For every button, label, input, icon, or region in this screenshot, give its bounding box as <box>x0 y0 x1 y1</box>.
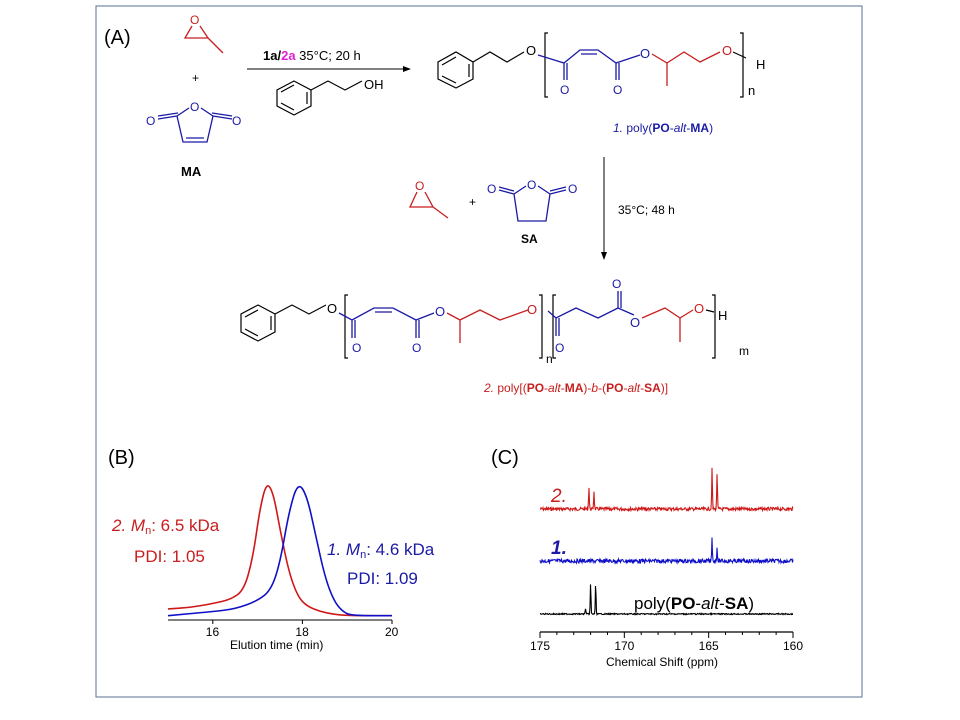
svg-text:n: n <box>546 352 553 366</box>
svg-text:O: O <box>435 304 445 319</box>
gpc-x-axis-label: Elution time (min) <box>230 638 323 652</box>
phenylethanol-structure: OH <box>276 77 384 116</box>
step1-conditions: 1a/2a 35°C; 20 h <box>263 48 361 63</box>
annotation-polymer-2-pdi: PDI: 1.05 <box>134 547 205 566</box>
polymer-2-structure: O O O O O n O O O O H m <box>240 277 749 366</box>
sa-label: SA <box>521 232 538 246</box>
gpc-curve-polymer-1 <box>167 485 392 617</box>
panel-a-label: (A) <box>104 27 131 49</box>
svg-text:H: H <box>756 57 765 72</box>
svg-text:O: O <box>146 114 155 128</box>
nmr-x-tick-label: 165 <box>699 639 719 653</box>
spectrum-label-2: 2. <box>550 486 567 507</box>
gpc-x-tick-label: 16 <box>206 625 220 639</box>
svg-text:O: O <box>612 277 621 291</box>
svg-text:OH: OH <box>364 77 384 92</box>
propylene-oxide-structure: O <box>183 13 224 54</box>
svg-text:O: O <box>412 341 421 355</box>
gpc-curve-polymer-2 <box>167 485 392 617</box>
nmr-spectrum-polymer-1 <box>539 537 794 565</box>
spectrum-label-po-alt-sa: poly(PO-alt-SA) <box>634 594 754 613</box>
panel-b-label: (B) <box>108 447 135 469</box>
panel-c-nmr-chart: (C) 175 170 165 160 Chemical Shift (ppm) 2.… <box>491 447 803 669</box>
svg-text:O: O <box>190 13 199 27</box>
ma-label: MA <box>181 164 202 179</box>
figure-frame <box>95 5 863 698</box>
nmr-x-tick-label: 170 <box>614 639 634 653</box>
svg-text:O: O <box>722 43 732 58</box>
nmr-x-tick-label: 175 <box>530 639 550 653</box>
nmr-x-axis-label: Chemical Shift (ppm) <box>606 655 718 669</box>
gpc-x-tick-label: 20 <box>385 625 399 639</box>
svg-text:O: O <box>487 182 496 196</box>
panel-c-label: (C) <box>491 447 519 469</box>
nmr-spectrum-polymer-2 <box>539 467 794 513</box>
polymer-1-label: 1. poly(PO-alt-MA) <box>613 121 713 135</box>
annotation-polymer-1-mn: 1. Mn: 4.6 kDa <box>327 540 435 561</box>
nmr-x-tick-label: 160 <box>783 639 803 653</box>
annotation-polymer-1-pdi: PDI: 1.09 <box>347 569 418 588</box>
svg-text:H: H <box>718 308 727 323</box>
plus-sign-2: + <box>469 195 476 209</box>
svg-text:O: O <box>640 46 650 61</box>
panel-a-scheme: (A) O + O O O MA 1a/2a 35°C; 20 h OH O <box>104 13 765 395</box>
svg-text:O: O <box>527 302 537 317</box>
polymer-1-structure: O O O O O H n <box>437 32 765 98</box>
svg-text:O: O <box>327 301 337 316</box>
svg-text:O: O <box>560 83 569 97</box>
svg-text:O: O <box>568 182 577 196</box>
svg-text:O: O <box>352 341 361 355</box>
svg-text:O: O <box>613 83 622 97</box>
nmr-spectrum-po-alt-sa <box>539 584 793 617</box>
svg-text:O: O <box>694 301 704 316</box>
spectrum-label-1: 1. <box>551 538 567 559</box>
plus-sign: + <box>192 71 199 85</box>
svg-text:O: O <box>190 100 199 114</box>
propylene-oxide-structure-2: O <box>408 179 449 219</box>
svg-text:m: m <box>739 344 749 358</box>
svg-text:O: O <box>415 179 424 193</box>
annotation-polymer-2-mn: 2. Mn: 6.5 kDa <box>111 516 220 537</box>
gpc-x-tick-label: 18 <box>295 625 309 639</box>
step2-conditions: 35°C; 48 h <box>618 203 675 217</box>
polymer-2-label: 2. poly[(PO-alt-MA)-b-(PO-alt-SA)] <box>483 381 668 395</box>
panel-b-gpc-chart: (B) 16 18 20 Elution time (min) 2. Mn: 6.5… <box>108 447 435 652</box>
svg-text:O: O <box>526 43 536 58</box>
svg-text:O: O <box>555 341 564 355</box>
succinic-anhydride-structure: O O O SA <box>487 178 577 246</box>
maleic-anhydride-structure: O O O MA <box>146 100 241 179</box>
svg-text:O: O <box>527 178 536 192</box>
svg-text:n: n <box>748 83 755 98</box>
svg-text:O: O <box>232 114 241 128</box>
svg-text:O: O <box>630 315 640 330</box>
